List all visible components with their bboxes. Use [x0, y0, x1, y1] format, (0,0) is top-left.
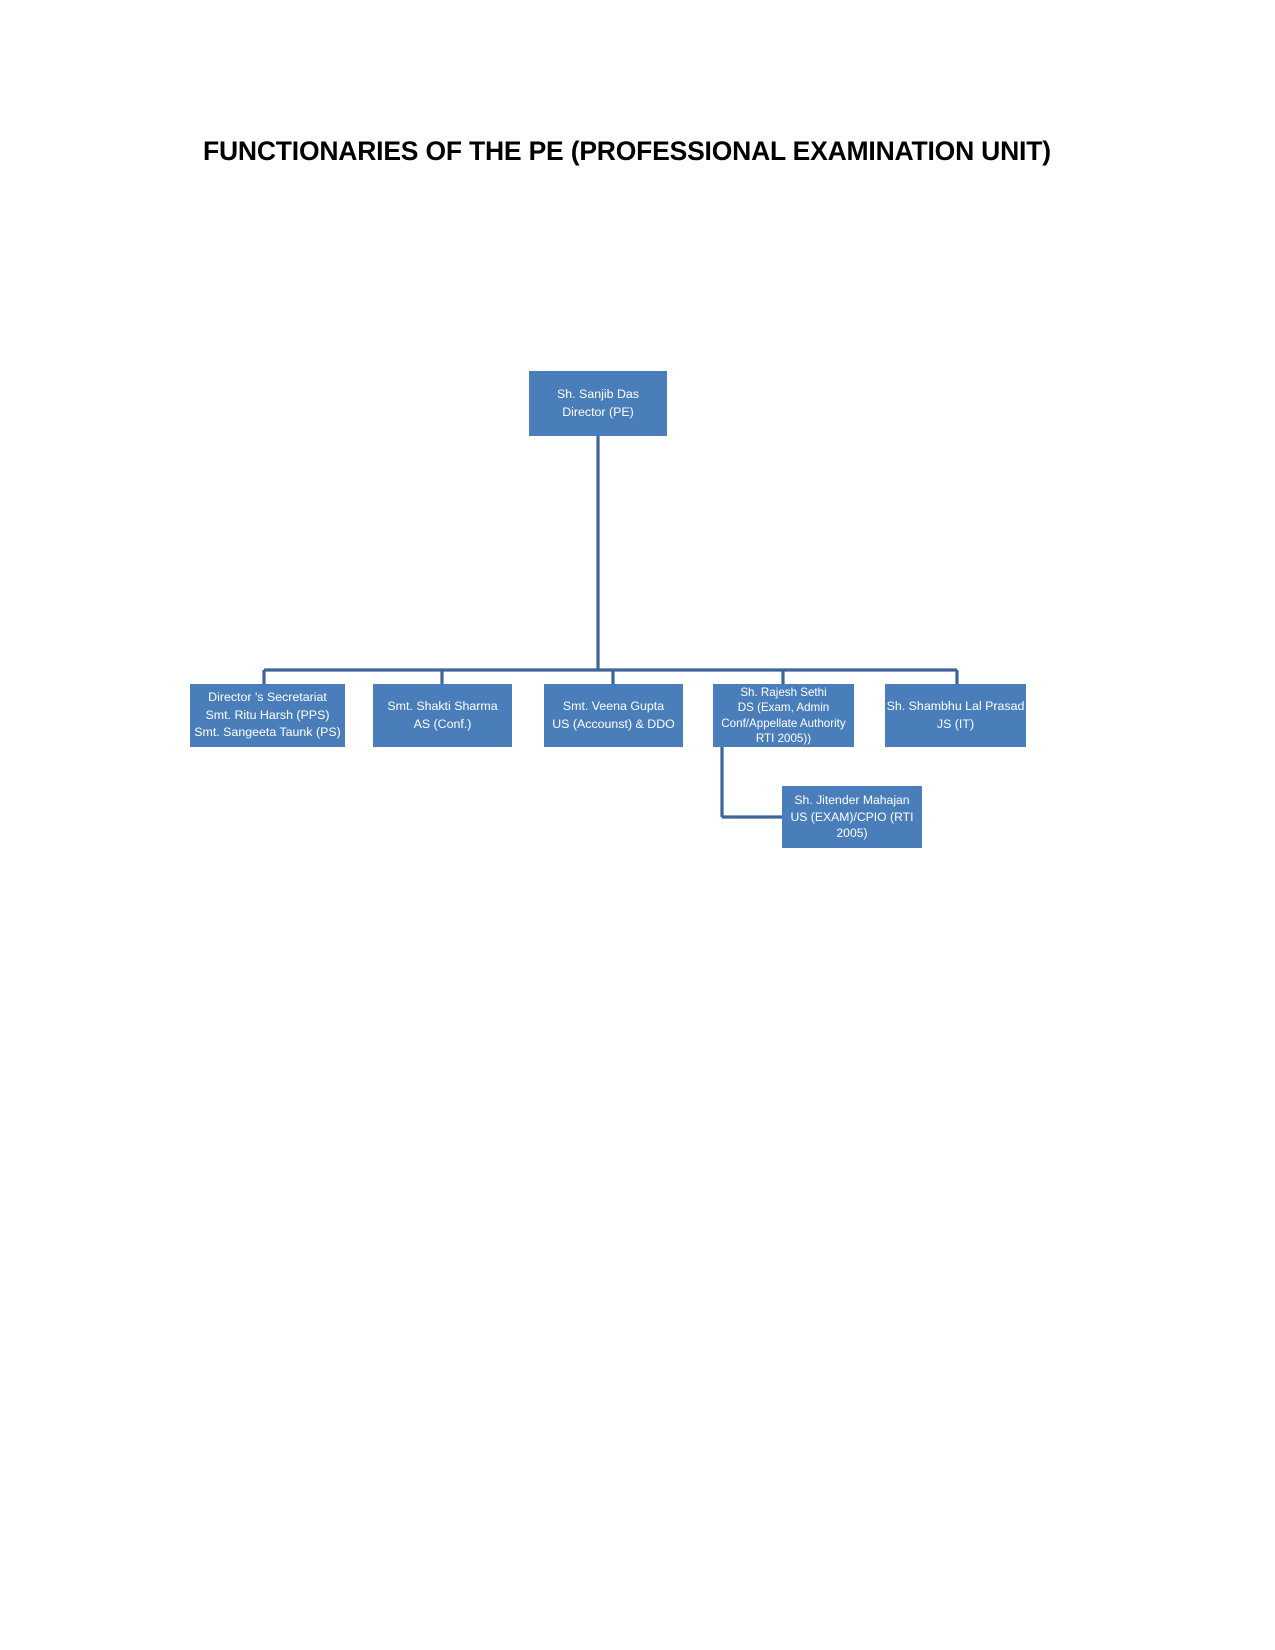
org-node-ds-exam-line-4: RTI 2005)): [755, 731, 812, 745]
org-node-directors-secretariat-line-2: Smt. Ritu Harsh (PPS): [205, 707, 330, 722]
org-node-us-accounts-ddo-line-2: US (Accounst) & DDO: [552, 716, 675, 731]
org-node-director-line-2: Director (PE): [562, 404, 634, 419]
org-node-ds-exam-line-3: Conf/Appellate Authority: [721, 716, 846, 730]
org-node-ds-exam[interactable]: Sh. Rajesh Sethi DS (Exam, Admin Conf/Ap…: [713, 684, 854, 747]
org-node-director[interactable]: Sh. Sanjib Das Director (PE): [529, 371, 667, 436]
org-node-us-accounts-ddo[interactable]: Smt. Veena Gupta US (Accounst) & DDO: [544, 684, 683, 747]
org-node-ds-exam-line-2: DS (Exam, Admin: [737, 701, 830, 715]
org-node-js-it-line-1: Sh. Shambhu Lal Prasad: [886, 698, 1025, 713]
org-node-us-exam-cpio[interactable]: Sh. Jitender Mahajan US (EXAM)/CPIO (RTI…: [782, 786, 922, 848]
org-node-directors-secretariat-line-3: Smt. Sangeeta Taunk (PS): [194, 725, 341, 740]
org-node-us-exam-cpio-line-2: US (EXAM)/CPIO (RTI: [790, 809, 914, 824]
org-node-us-exam-cpio-line-3: 2005): [836, 826, 868, 841]
org-node-js-it[interactable]: Sh. Shambhu Lal Prasad JS (IT): [885, 684, 1026, 747]
page-title: FUNCTIONARIES OF THE PE (PROFESSIONAL EX…: [203, 136, 1051, 166]
org-node-directors-secretariat-line-1: Director 's Secretariat: [208, 690, 327, 705]
org-node-director-line-1: Sh. Sanjib Das: [557, 386, 639, 401]
org-node-directors-secretariat[interactable]: Director 's Secretariat Smt. Ritu Harsh …: [190, 684, 345, 747]
org-node-us-exam-cpio-line-1: Sh. Jitender Mahajan: [794, 792, 910, 807]
org-node-as-conf-line-1: Smt. Shakti Sharma: [387, 698, 498, 713]
org-node-js-it-line-2: JS (IT): [936, 716, 975, 731]
org-node-us-accounts-ddo-line-1: Smt. Veena Gupta: [562, 698, 665, 713]
org-node-ds-exam-line-1: Sh. Rajesh Sethi: [740, 685, 827, 699]
org-node-as-conf-line-2: AS (Conf.): [413, 716, 472, 731]
org-node-as-conf[interactable]: Smt. Shakti Sharma AS (Conf.): [373, 684, 512, 747]
